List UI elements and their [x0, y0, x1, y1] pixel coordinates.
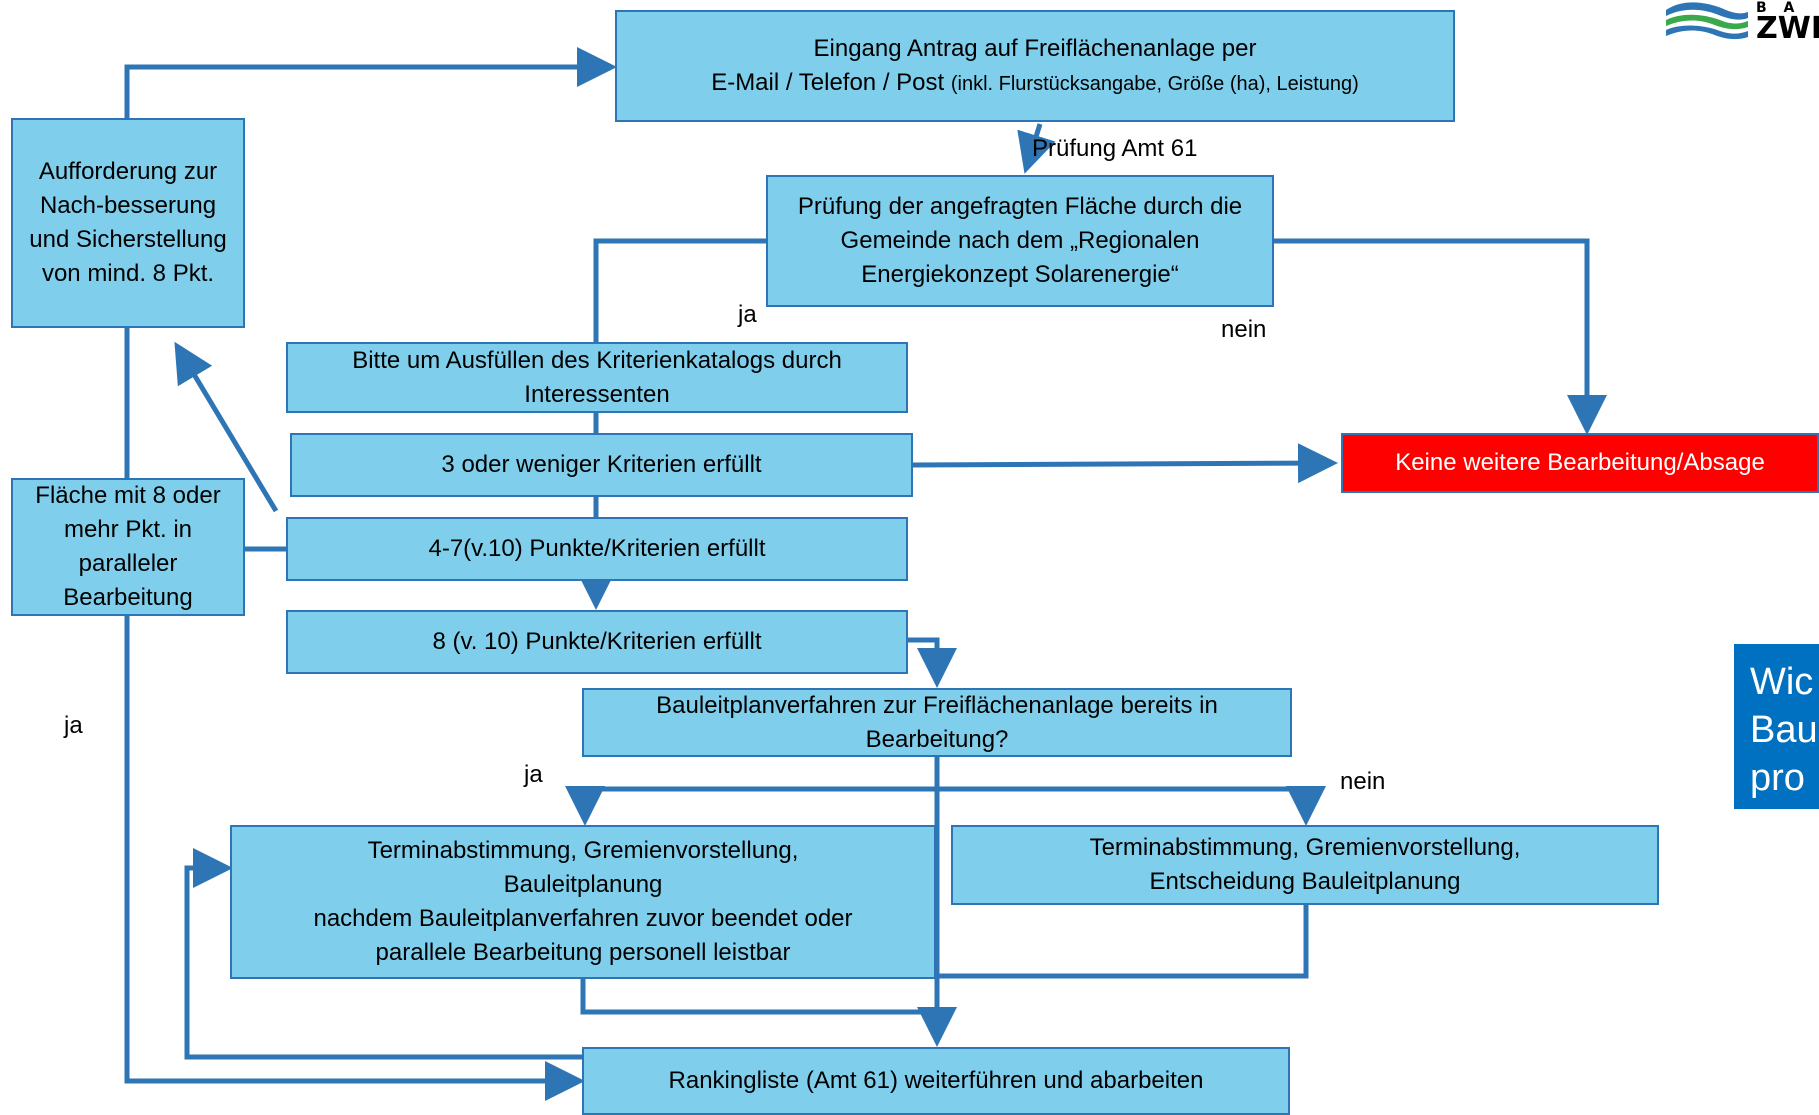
box-vier-bis-sieben: 4-7(v.10) Punkte/Kriterien erfüllt	[286, 517, 908, 581]
box-drei-oder-weniger: 3 oder weniger Kriterien erfüllt	[290, 433, 913, 497]
box-pruefung-flaeche: Prüfung der angefragten Fläche durch die…	[766, 175, 1274, 307]
line-termin-nein-down	[937, 905, 1309, 979]
box-flaeche-parallel: Fläche mit 8 oder mehr Pkt. in parallele…	[11, 478, 245, 616]
arrow-ranking-to-termin-ja	[184, 848, 582, 1060]
line-pruefung-to-bitte	[593, 238, 766, 342]
logo-text-bottom: ZWI	[1756, 11, 1819, 42]
organization-logo: B A ZWI	[1660, 0, 1819, 42]
arrow-acht-to-bauleit	[908, 637, 957, 688]
box-bauleitplanverfahren-frage: Bauleitplanverfahren zur Freiflächenanla…	[582, 688, 1292, 757]
arrow-aufforderung-to-eingang	[124, 47, 617, 118]
box-kriterienkatalog: Bitte um Ausfüllen des Kriterienkatalogs…	[286, 342, 908, 413]
box-termin-nein: Terminabstimmung, Gremienvorstellung, En…	[951, 825, 1659, 905]
eingang-line2: E-Mail / Telefon / Post (inkl. Flurstück…	[711, 68, 1359, 96]
side-info-panel: Wic Bau pro	[1734, 644, 1819, 809]
arrow-eingang-to-pruefung	[1017, 123, 1056, 174]
arrow-split-to-termin-nein	[937, 786, 1326, 826]
label-ja-pruefung: ja	[738, 301, 757, 328]
eingang-line1: Eingang Antrag auf Freiflächenanlage per	[813, 34, 1257, 62]
logo-text-top: B A	[1756, 0, 1801, 16]
label-ja-left: ja	[64, 712, 83, 739]
label-pruefung-amt-61: Prüfung Amt 61	[1032, 135, 1198, 162]
arrow-pruefung-to-keine	[1274, 238, 1607, 435]
wave-icon	[1666, 2, 1748, 40]
box-keine-weitere-bearbeitung: Keine weitere Bearbeitung/Absage	[1341, 433, 1819, 493]
arrow-split-to-termin-ja	[565, 786, 937, 826]
line-termin-ja-down	[580, 979, 937, 1015]
box-rankingliste: Rankingliste (Amt 61) weiterführen und a…	[582, 1047, 1290, 1115]
label-ja-bauleit: ja	[524, 761, 543, 788]
arrow-drei-to-keine	[912, 443, 1338, 484]
box-termin-ja: Terminabstimmung, Gremienvorstellung, Ba…	[230, 825, 936, 979]
box-aufforderung: Aufforderung zur Nach-besserung und Sich…	[11, 118, 245, 328]
box-eingang-antrag: Eingang Antrag auf Freiflächenanlage per…	[615, 10, 1455, 122]
arrow-vier-to-aufforderung	[174, 341, 279, 513]
label-nein-bauleit: nein	[1340, 768, 1386, 795]
label-nein-pruefung: nein	[1221, 316, 1267, 343]
box-acht-punkte: 8 (v. 10) Punkte/Kriterien erfüllt	[286, 610, 908, 674]
